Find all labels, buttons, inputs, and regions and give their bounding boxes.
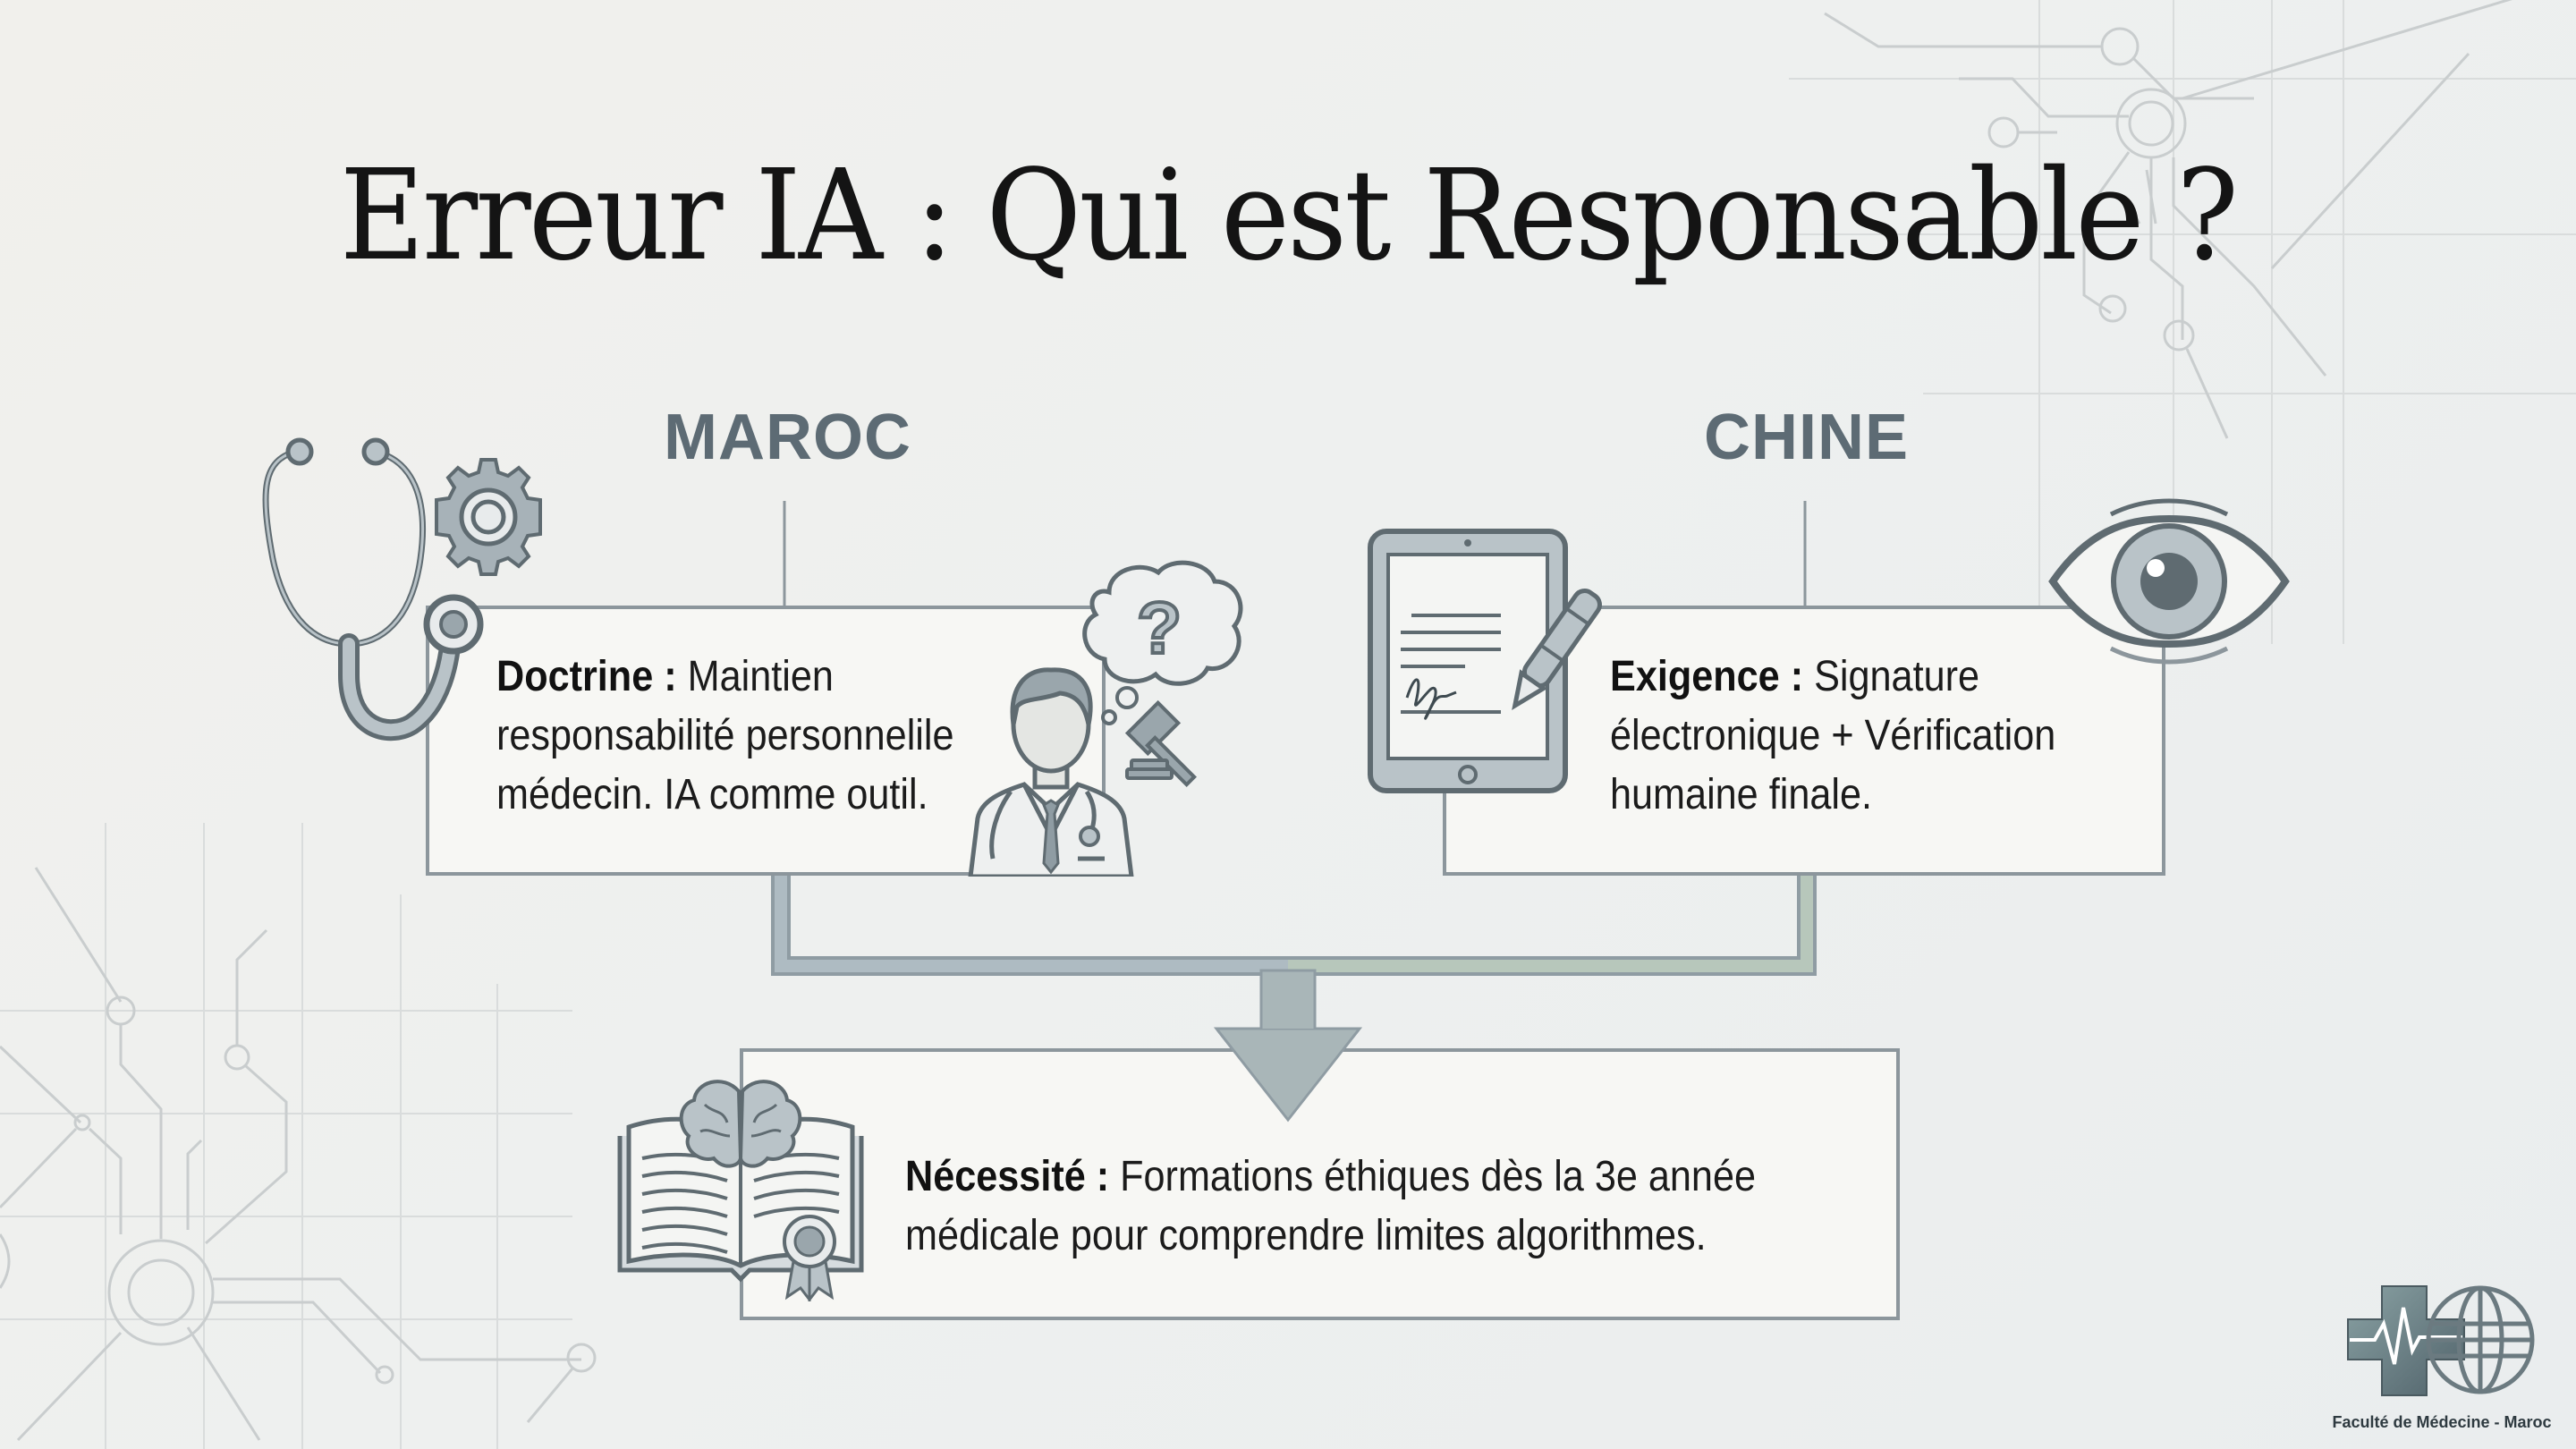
thought-bubble-question-icon: ? [1082, 560, 1243, 725]
chine-exigence-text: Exigence : Signature électronique + Véri… [1610, 653, 2056, 818]
column-label-maroc: MAROC [664, 402, 911, 473]
slide-title: Erreur IA : Qui est Responsable ? [339, 143, 2239, 289]
maroc-doctrine-text: Doctrine : Maintien responsabilité perso… [496, 653, 954, 818]
arrow-head-overlay [1216, 1029, 1360, 1123]
maroc-heading: Doctrine : [496, 653, 677, 700]
globe-icon [2426, 1285, 2535, 1394]
medical-cross-icon [2347, 1285, 2465, 1396]
conclusion-text: Nécessité : Formations éthiques dès la 3… [905, 1153, 1757, 1259]
doctor-icon [968, 667, 1134, 877]
conclusion-necessite-card [740, 1048, 1900, 1320]
faculty-logo-caption: Faculté de Médecine - Maroc [2332, 1413, 2552, 1431]
svg-text:?: ? [1137, 588, 1182, 669]
heartbeat-icon [2350, 1307, 2462, 1365]
faculty-logo [2347, 1285, 2535, 1396]
stethoscope-icon [262, 437, 484, 741]
chine-heading: Exigence : [1610, 653, 1804, 700]
column-label-chine: CHINE [1704, 402, 1910, 473]
gear-icon [435, 458, 542, 576]
pen-icon [1512, 589, 1602, 711]
award-ribbon-icon [783, 1215, 836, 1301]
conclusion-heading: Nécessité : [905, 1153, 1110, 1200]
eye-icon [2048, 498, 2290, 665]
gavel-icon [1124, 699, 1197, 787]
